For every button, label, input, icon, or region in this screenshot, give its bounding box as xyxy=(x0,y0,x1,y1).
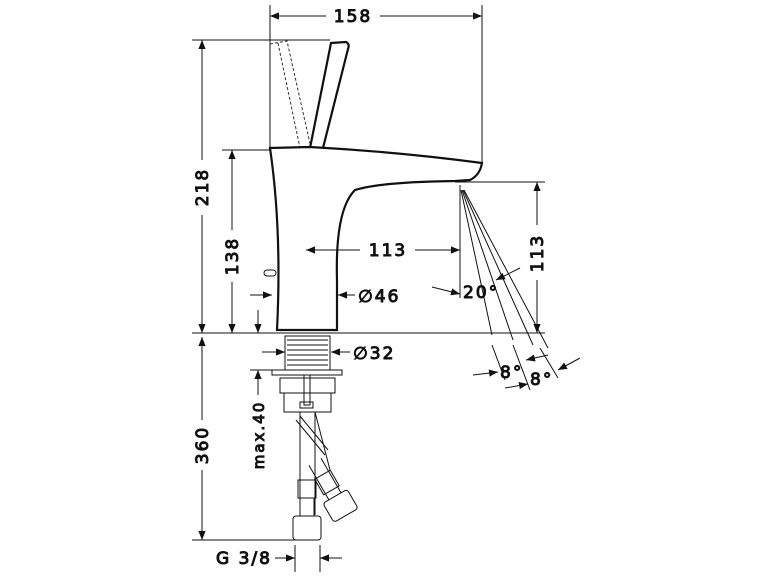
lever-handle xyxy=(308,40,350,150)
dim-max-thickness: max.40 xyxy=(250,401,268,470)
dim-shank-diameter: ∅32 xyxy=(353,344,395,364)
pop-up-rod xyxy=(263,269,277,277)
dim-outlet-height: 113 xyxy=(528,234,548,272)
dim-tolerance-angle-2: 8° xyxy=(530,370,553,390)
dim-hose-length: 360 xyxy=(193,426,213,464)
dim-tolerance-angle-1: 8° xyxy=(500,363,523,383)
extension-lines xyxy=(192,5,545,572)
dim-connection-thread: G 3/8 xyxy=(216,549,272,569)
dim-overall-width: 158 xyxy=(334,7,372,27)
dim-projection: 113 xyxy=(369,241,407,261)
dim-body-diameter: ∅46 xyxy=(358,287,400,307)
dim-overall-height: 218 xyxy=(193,168,213,206)
mounting-assembly xyxy=(271,335,358,541)
faucet-body xyxy=(263,40,484,332)
dim-spout-height: 138 xyxy=(223,237,243,275)
dim-spray-angle: 20° xyxy=(463,283,499,303)
